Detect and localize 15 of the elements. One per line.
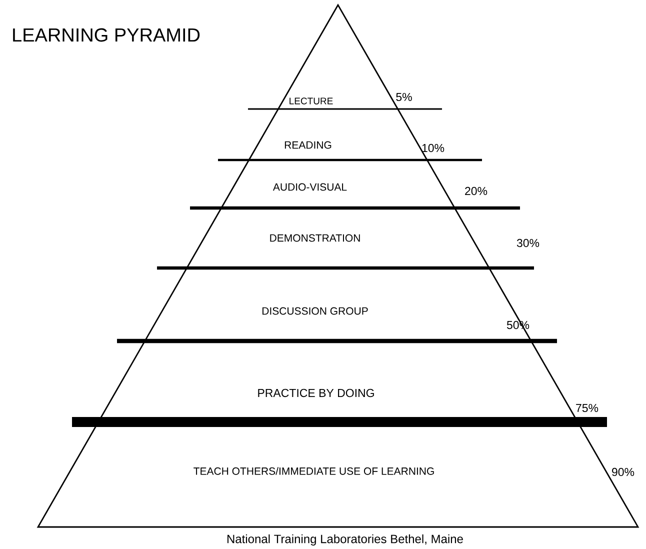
title: LEARNING PYRAMID — [13, 28, 200, 42]
percent-label: 90% — [612, 468, 634, 476]
percent-label: 75% — [576, 404, 598, 412]
percent-label: 20% — [465, 186, 488, 196]
band-label: PRACTICE BY DOING — [258, 388, 374, 398]
caption: National Training Laboratories Bethel, Maine — [227, 534, 463, 546]
percent-label: 10% — [422, 144, 444, 152]
percent-label: 30% — [516, 238, 540, 248]
percent-label: 5% — [396, 92, 412, 102]
band-label: AUDIO-VISUAL — [272, 183, 347, 191]
band-label: TEACH OTHERS/IMMEDIATE USE OF LEARNING — [194, 467, 434, 475]
band-label: LECTURE — [290, 98, 333, 104]
band-label: READING — [284, 141, 332, 149]
band-label: DEMONSTRATION — [270, 234, 360, 242]
band-label: DISCUSSION GROUP — [262, 307, 368, 315]
